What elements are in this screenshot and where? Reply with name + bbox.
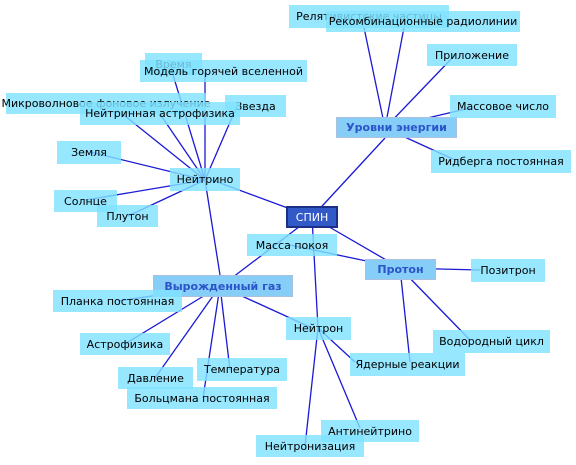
node-pluto[interactable]: Плутон [97,205,158,227]
node-hydrogen-cycle[interactable]: Водородный цикл [433,330,550,353]
node-application[interactable]: Приложение [427,44,517,66]
node-neutrino[interactable]: Нейтрино [170,168,240,191]
node-positron-label: Позитрон [480,264,536,277]
node-application-label: Приложение [435,48,509,62]
node-rydberg-constant[interactable]: Ридберга постоянная [431,150,571,173]
node-planck-constant-label: Планка постоянная [60,294,175,308]
node-neutrino-astrophysics[interactable]: Нейтринная астрофизика [80,102,240,125]
node-astrophysics-label: Астрофизика [86,337,164,351]
node-mass-number-label: Массовое число [457,100,549,113]
edge-18 [204,179,221,276]
node-planck-constant[interactable]: Планка постоянная [53,290,182,312]
node-neutron[interactable]: Нейтрон [286,317,351,340]
node-neutron-label: Нейтрон [293,322,344,335]
node-hydrogen-cycle-label: Водородный цикл [439,335,544,348]
node-neutronization-label: Нейтронизация [264,439,356,453]
node-neutrino-label: Нейтрино [176,173,234,186]
node-nuclear-reactions-label: Ядерные реакции [355,358,460,371]
node-rest-mass-label: Масса покоя [255,238,329,252]
node-temperature[interactable]: Температура [197,358,287,381]
node-proton-label: Протон [377,263,424,276]
node-hot-universe-model[interactable]: Модель горячей вселенной [140,60,307,82]
node-neutrino-astrophysics-label: Нейтринная астрофизика [85,107,235,120]
node-rest-mass[interactable]: Масса покоя [247,234,337,256]
node-pluto-label: Плутон [106,209,149,223]
node-earth-label: Земля [71,146,107,159]
node-recombination-lines-label: Рекомбинационные радиолинии [328,15,518,28]
edge-7 [384,54,456,129]
edge-0 [311,137,386,218]
node-recombination-lines[interactable]: Рекомбинационные радиолинии [326,11,520,32]
edge-25 [219,285,231,371]
node-neutronization[interactable]: Нейтронизация [256,435,364,457]
edge-31 [304,327,319,447]
node-temperature-label: Температура [203,363,281,376]
edge-22 [399,267,411,363]
node-nuclear-reactions[interactable]: Ядерные реакции [350,353,465,376]
node-astrophysics[interactable]: Астрофизика [80,333,170,355]
node-energy-levels-label: Уровни энергии [346,121,447,134]
node-energy-levels[interactable]: Уровни энергии [336,117,457,138]
node-spin-label: СПИН [295,210,329,224]
edge-30 [317,327,361,429]
node-pressure-label: Давление [127,371,184,385]
edge-26 [154,285,221,379]
edge-6 [384,21,406,129]
edge-5 [361,17,386,129]
edge-21 [399,267,471,341]
node-star-label: Звезда [235,99,276,113]
node-earth[interactable]: Земля [57,141,121,164]
edge-27 [202,285,221,399]
node-pressure[interactable]: Давление [118,367,193,389]
node-boltzmann-constant[interactable]: Больцмана постоянная [127,387,277,409]
node-rydberg-constant-label: Ридберга постоянная [438,155,564,168]
node-hot-universe-model-label: Модель горячей вселенной [144,64,303,78]
node-spin[interactable]: СПИН [286,206,338,228]
node-mass-number[interactable]: Массовое число [450,95,556,118]
node-positron[interactable]: Позитрон [471,259,545,282]
node-boltzmann-constant-label: Больцмана постоянная [134,391,270,405]
node-proton[interactable]: Протон [365,259,436,280]
